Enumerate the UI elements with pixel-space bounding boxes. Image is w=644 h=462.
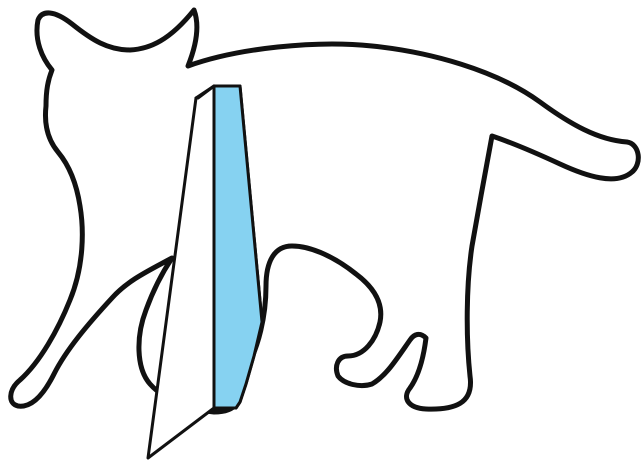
panel-top-bevel xyxy=(194,84,216,100)
measurement-panel-icon xyxy=(212,84,264,410)
cat-silhouette-icon xyxy=(8,7,641,415)
